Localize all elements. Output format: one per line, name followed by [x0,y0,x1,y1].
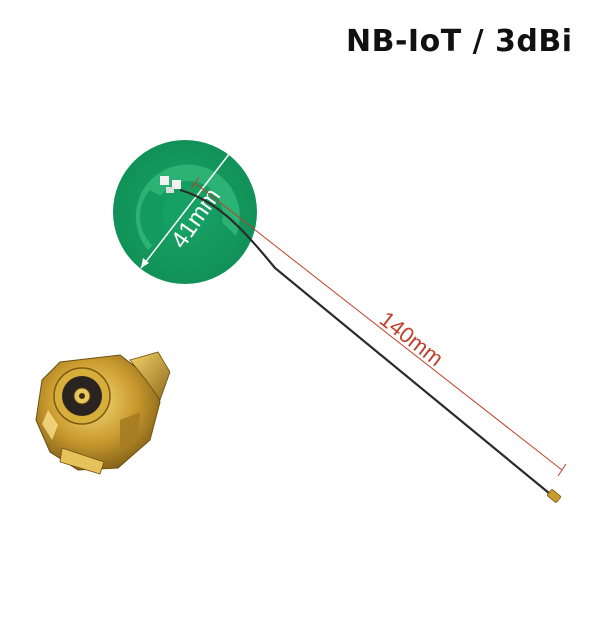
ufl-connector-closeup [35,351,171,475]
connector-flange [59,447,105,475]
pcb-trace-ring [135,164,240,250]
cable-end-connector [547,489,561,503]
solder-pad [172,180,181,189]
connector-center-hole [79,393,85,399]
product-title: NB-IoT / 3dBi [346,24,573,59]
connector-tab [129,351,171,401]
diameter-line [140,139,241,269]
length-tick [557,463,567,477]
length-dimension [190,176,567,477]
solder-pad [166,187,174,193]
arrow-head [141,258,149,268]
connector-highlight [120,412,140,448]
coax-cable [179,188,556,499]
solder-pad [160,176,169,185]
length-tick [190,176,200,190]
connector-highlight [42,410,58,440]
arrow-head [232,140,240,150]
length-line [194,182,563,471]
length-label: 140mm [375,306,448,371]
diameter-dimension [140,139,241,269]
pcb-trace-left [140,190,170,245]
